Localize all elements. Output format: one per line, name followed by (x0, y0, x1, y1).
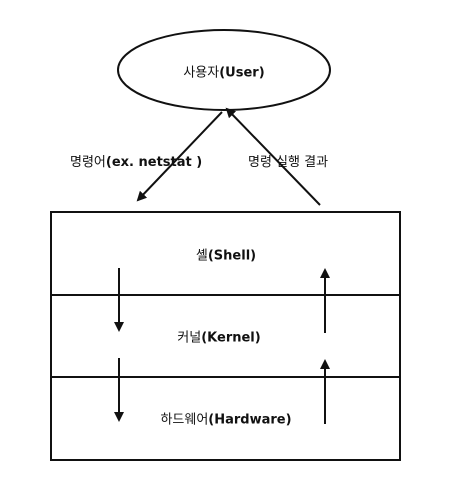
layer-hardware-label-ko: 하드웨어 (160, 412, 209, 428)
layer-hardware-label-en: (Hardware) (208, 412, 292, 428)
layer-kernel-label: 커널(Kernel) (177, 327, 260, 346)
user-node-label: 사용자(User) (183, 62, 264, 81)
command-edge-label: 명령어(ex. netstat ) (70, 151, 202, 170)
command-arrow (136, 111, 223, 202)
user-node-label-ko: 사용자 (183, 65, 220, 81)
layer-shell-label-en: (Shell) (207, 248, 257, 264)
layer-shell-label: 셸(Shell) (196, 245, 256, 264)
command-edge-label-ko: 명령어 (70, 155, 106, 170)
user-node-ellipse (117, 29, 331, 111)
command-edge-label-en: (ex. netstat ) (105, 155, 203, 170)
layer-kernel-label-en: (Kernel) (201, 330, 261, 346)
user-node-label-en: (User) (219, 65, 265, 81)
layer-hardware-label: 하드웨어(Hardware) (160, 409, 291, 428)
layer-shell-label-ko: 셸 (195, 248, 208, 264)
layer-kernel-label-ko: 커널 (177, 330, 202, 346)
result-edge-label: 명령 실행 결과 (248, 155, 329, 170)
result-arrow (225, 107, 321, 206)
layer-stack-frame (50, 211, 401, 461)
